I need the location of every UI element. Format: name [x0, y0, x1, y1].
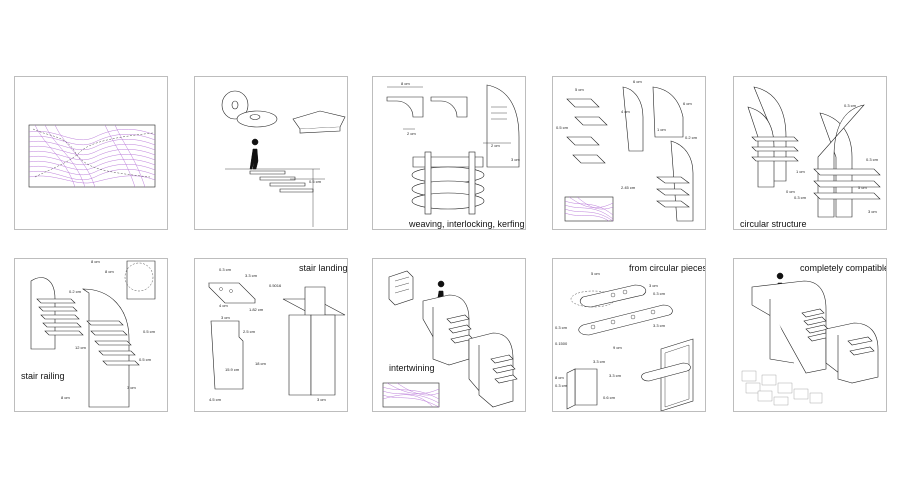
dim-label: 3 cm — [127, 385, 136, 390]
dim-label: 3 cm — [511, 157, 520, 162]
dim-label: 4.5 cm — [209, 397, 222, 402]
dim-label: 5 cm — [858, 185, 867, 190]
circular-structure-drawing: 0.3 cm 0.3 cm 1 cm 5 cm 0 cm 0.3 cm 3 cm — [747, 86, 881, 218]
panel-stair-landing: 0.3 cm 3.3 cm 4 cm 0.5016 1.82 cm 3 cm 2… — [194, 258, 348, 412]
dim-label: 8 cm — [91, 259, 100, 264]
dim-label: 2.5 cm — [243, 329, 256, 334]
dim-label: 3 cm — [649, 283, 658, 288]
dim-label: 0.5 cm — [556, 125, 569, 130]
panel-weaving: 8 cm 2 cm 2 cm 3 cm weaving, interlockin… — [372, 76, 526, 230]
stair-railing-drawing: 8 cm 8 cm 0.2 cm 0.5 cm 12 cm 0.5 cm 3 c… — [30, 259, 156, 408]
dim-label: 3.3 cm — [245, 273, 258, 278]
panel-circular-pieces: 5 cm 3 cm 0.3 cm 0.3 cm 3.3 cm 0.1500 9 … — [552, 258, 706, 412]
panel-caption: stair landing — [299, 263, 348, 273]
dim-label: 0.3 cm — [555, 325, 568, 330]
dim-label: 0.2 cm — [685, 135, 698, 140]
dim-label: 8 cm — [61, 395, 70, 400]
dim-label: 0.3 cm — [866, 157, 879, 162]
dim-label: 0.3 cm — [653, 291, 666, 296]
dim-label: 0.3 cm — [219, 267, 232, 272]
dim-label: 3.3 cm — [593, 359, 606, 364]
panel-stair-figure: 0.5 cm — [194, 76, 348, 230]
dim-label: 0 cm — [786, 189, 795, 194]
dim-label: 2.45 cm — [621, 185, 636, 190]
dim-label: 18 cm — [255, 361, 267, 366]
dim-label: 3.3 cm — [609, 373, 622, 378]
plates-drawing: 5 cm 0.5 cm 6 cm 4 cm 6 cm 1 cm 0.2 cm 2… — [556, 79, 698, 222]
dim-label: 15.9 cm — [225, 367, 240, 372]
dim-label: 9 cm — [613, 345, 622, 350]
dim-label: 1 cm — [657, 127, 666, 132]
panel-intertwining: intertwining — [372, 258, 526, 412]
dim-label: 6 cm — [633, 79, 642, 84]
panel-caption: completely compatible — [800, 263, 887, 273]
dim-label: 0.5016 — [269, 283, 282, 288]
dim-label: 3 cm — [868, 209, 877, 214]
compatible-assembly-drawing — [741, 272, 879, 406]
panel-plates: 5 cm 0.5 cm 6 cm 4 cm 6 cm 1 cm 0.2 cm 2… — [552, 76, 706, 230]
dim-label: 2 cm — [407, 131, 416, 136]
panel-completely-compatible: completely compatible — [733, 258, 887, 412]
dim-label: 3.3 cm — [653, 323, 666, 328]
dim-label: 4 cm — [621, 109, 630, 114]
dim-label: 5 cm — [575, 87, 584, 92]
dim-label: 0.1500 — [555, 341, 568, 346]
dim-label: 8 cm — [401, 81, 410, 86]
dim-label: 4 cm — [219, 303, 228, 308]
dim-label: 0.6 cm — [603, 395, 616, 400]
panel-circular-structure: 0.3 cm 0.3 cm 1 cm 5 cm 0 cm 0.3 cm 3 cm… — [733, 76, 887, 230]
panel-caption: weaving, interlocking, kerfing — [409, 219, 525, 229]
panel-woven-pattern — [14, 76, 168, 230]
dim-label: 0.5 cm — [309, 179, 322, 184]
dim-label: 8 cm — [555, 375, 564, 380]
dim-label: 5 cm — [591, 271, 600, 276]
panel-stair-railing: 8 cm 8 cm 0.2 cm 0.5 cm 12 cm 0.5 cm 3 c… — [14, 258, 168, 412]
dim-label: 12 cm — [75, 345, 87, 350]
stair-figure-drawing: 0.5 cm — [221, 90, 346, 227]
circular-pieces-drawing: 5 cm 3 cm 0.3 cm 0.3 cm 3.3 cm 0.1500 9 … — [555, 271, 694, 411]
dim-label: 3 cm — [317, 397, 326, 402]
dim-label: 1 cm — [796, 169, 805, 174]
woven-pattern-drawing — [28, 124, 156, 188]
dim-label: 2 cm — [491, 143, 500, 148]
intertwining-drawing — [382, 270, 518, 408]
dim-label: 0.2 cm — [69, 289, 82, 294]
dim-label: 1.82 cm — [249, 307, 264, 312]
panel-caption: stair railing — [21, 371, 65, 381]
dim-label: 3 cm — [221, 315, 230, 320]
stair-landing-drawing: 0.3 cm 3.3 cm 4 cm 0.5016 1.82 cm 3 cm 2… — [208, 267, 346, 402]
panel-caption: from circular pieces — [629, 263, 706, 273]
weaving-drawing: 8 cm 2 cm 2 cm 3 cm — [386, 81, 520, 215]
dim-label: 0.3 cm — [555, 383, 568, 388]
panel-caption: circular structure — [740, 219, 807, 229]
panel-caption: intertwining — [389, 363, 435, 373]
dim-label: 6 cm — [683, 101, 692, 106]
dim-label: 0.3 cm — [794, 195, 807, 200]
dim-label: 0.5 cm — [139, 357, 152, 362]
dim-label: 8 cm — [105, 269, 114, 274]
dim-label: 0.5 cm — [143, 329, 156, 334]
person-icon — [249, 138, 259, 170]
dim-label: 0.3 cm — [844, 103, 857, 108]
